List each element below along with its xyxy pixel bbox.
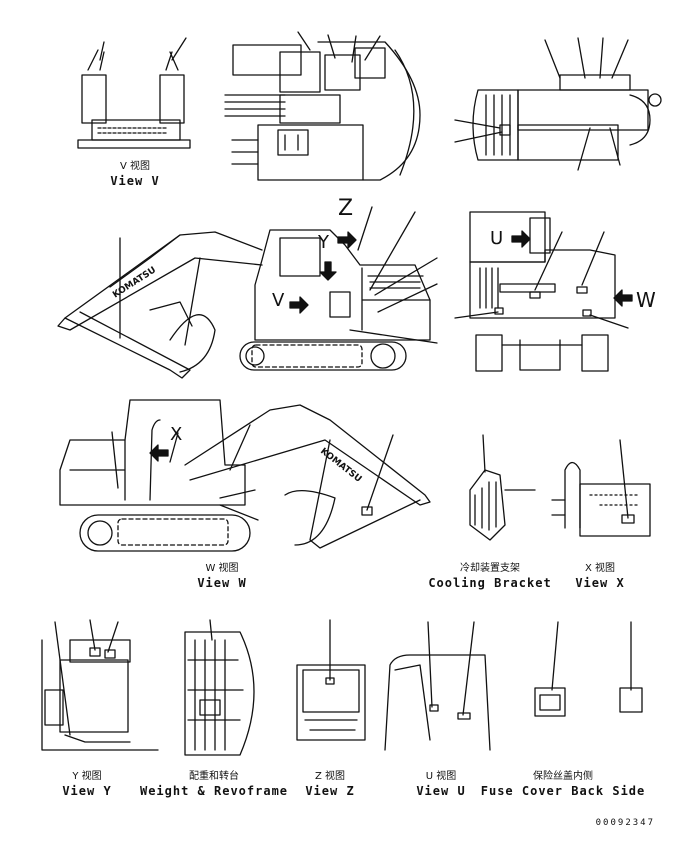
marker-y: Y (318, 232, 329, 253)
caption-cn: Z 视图 (314, 771, 346, 782)
caption-cn: 配重和转台 (188, 771, 239, 782)
caption-view-u: U 视图 View U (416, 770, 465, 798)
caption-cn: 保险丝盖内侧 (533, 771, 593, 782)
view-z-drawing (296, 619, 366, 741)
caption-en: View Y (62, 784, 112, 798)
fuse-cover-drawing (534, 621, 643, 717)
marker-v: V (272, 290, 285, 311)
caption-weight-revoframe: 配重和转台 Weight & Revoframe (140, 770, 288, 798)
weight-revoframe-drawing (184, 619, 255, 756)
excavator-left-side: KOMATSU (57, 206, 438, 379)
caption-view-y: Y 视图 View Y (62, 770, 111, 798)
caption-en: View X (575, 576, 625, 590)
caption-view-z: Z 视图 View Z (305, 770, 354, 798)
marker-z: Z (338, 196, 354, 221)
cooling-bracket-drawing (469, 434, 536, 541)
caption-en: Weight & Revoframe (139, 784, 289, 798)
caption-en: Cooling Bracket (428, 576, 552, 590)
caption-en: View W (197, 576, 247, 590)
view-v-drawing (77, 37, 191, 149)
caption-cn: X 视图 (584, 563, 616, 574)
rear-top-view (454, 37, 662, 171)
marker-u: U (490, 228, 504, 249)
caption-en: View Z (305, 784, 355, 798)
view-x-drawing (551, 439, 651, 537)
caption-cn: 冷却装置支架 (460, 563, 520, 574)
caption-en: Fuse Cover Back Side (480, 784, 646, 798)
marker-w: W (636, 288, 656, 312)
marker-x: X (170, 424, 183, 445)
caption-en: View U (416, 784, 466, 798)
view-w-drawing: KOMATSU (59, 399, 431, 552)
caption-cn: Y 视图 (72, 771, 102, 782)
caption-view-w: W 视图 View W (197, 562, 246, 590)
caption-view-v: V 视图 View V (110, 160, 159, 188)
caption-cn: V 视图 (119, 161, 151, 172)
cab-top-view (224, 31, 421, 181)
caption-cn: W 视图 (205, 563, 239, 574)
excavator-rear-view (454, 211, 633, 372)
caption-cn: U 视图 (425, 771, 457, 782)
caption-en: View V (110, 174, 160, 188)
caption-fuse-cover: 保险丝盖内侧 Fuse Cover Back Side (481, 770, 646, 798)
caption-view-x: X 视图 View X (575, 562, 624, 590)
caption-cooling-bracket: 冷却装置支架 Cooling Bracket (428, 562, 551, 590)
document-number: 00092347 (595, 818, 655, 828)
view-u-drawing (384, 621, 491, 751)
view-y-drawing (41, 619, 159, 751)
